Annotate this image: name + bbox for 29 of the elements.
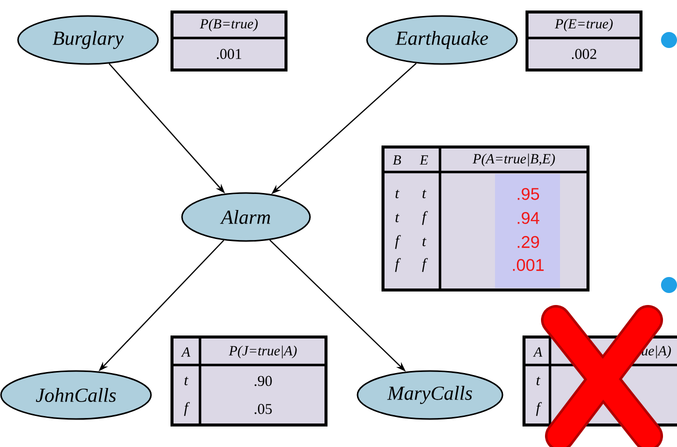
column-header: B [392,155,401,165]
truth-value: f [395,235,401,249]
column-header: P(E=true) [554,18,613,32]
probability-value: .001 [216,48,242,60]
truth-value: f [422,211,428,225]
probability-value: .29 [518,236,539,248]
truth-value: t [396,214,400,222]
probability-value: .05 [254,404,272,414]
truth-value: f [536,402,542,416]
truth-value: t [536,376,540,386]
truth-value: f [184,402,190,416]
probability-value: .94 [518,212,540,224]
column-header: A [180,347,190,357]
column-header: A [532,347,542,357]
truth-value: f [422,258,428,272]
probability-value: .001 [513,259,544,271]
truth-value: t [422,190,426,198]
column-header: P(A=true|B,E) [472,154,555,166]
column-header: ue|A) [642,346,671,358]
truth-value: f [395,258,401,272]
probability-value: .002 [572,48,596,60]
column-header: P(B=true) [200,18,258,32]
probability-value: .90 [254,376,272,386]
column-header: E [420,155,428,165]
probability-value: .95 [518,188,540,200]
truth-value: t [422,238,426,246]
truth-value: t [184,376,188,386]
truth-value: t [396,190,400,198]
column-header: P(J=true|A) [228,346,297,358]
